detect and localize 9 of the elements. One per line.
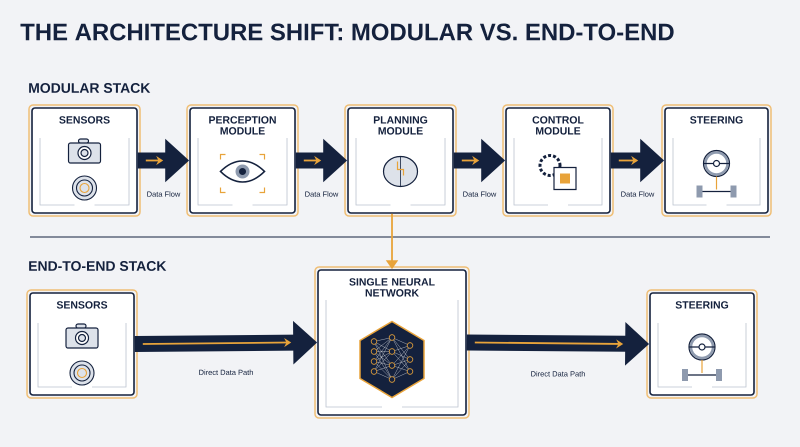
process-box: PERCEPTION MODULE bbox=[186, 104, 299, 217]
title: THE ARCHITECTURE SHIFT: MODULAR VS. END-TO-END bbox=[20, 24, 674, 40]
process-box: PLANNING MODULE bbox=[344, 104, 457, 217]
section-heading: MODULAR STACK bbox=[29, 83, 150, 93]
process-box: STEERING bbox=[646, 289, 758, 399]
process-box: CONTROL MODULE bbox=[502, 104, 614, 217]
process-box: SENSORS bbox=[28, 104, 141, 217]
section-heading: END-TO-END STACK bbox=[29, 261, 166, 271]
process-box: STEERING bbox=[661, 104, 772, 217]
